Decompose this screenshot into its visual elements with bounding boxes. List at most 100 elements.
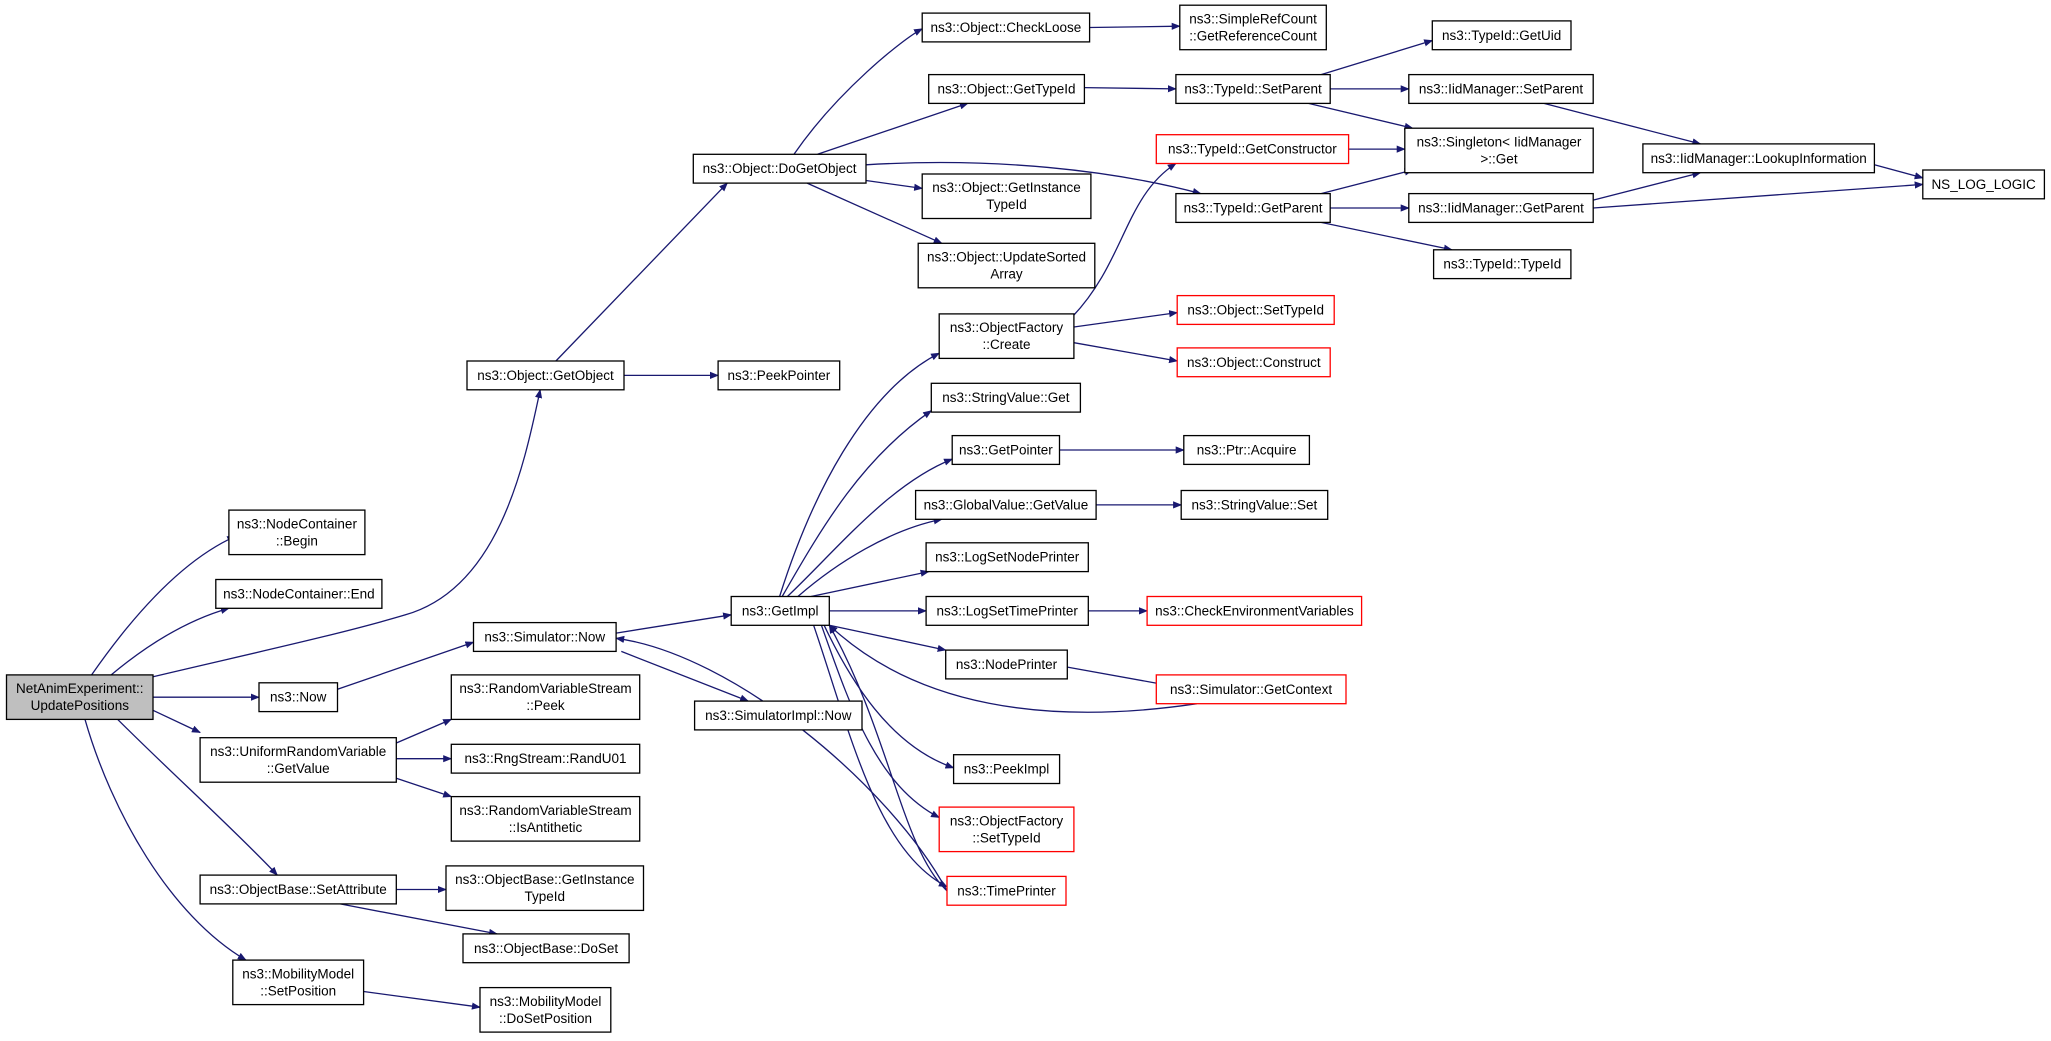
function-node-label: ns3::TimePrinter xyxy=(957,883,1056,898)
function-node-tid-getconstructor[interactable]: ns3::TypeId::GetConstructor xyxy=(1155,134,1350,165)
call-edge-getimpl-to-nodeprinter xyxy=(829,624,947,652)
function-node-simimpl-now[interactable]: ns3::SimulatorImpl::Now xyxy=(693,700,863,731)
function-node-label: ns3::Object::GetTypeId xyxy=(937,81,1075,96)
function-node-label: ::DoSetPosition xyxy=(499,1011,592,1026)
function-node-label: ns3::ObjectBase::SetAttribute xyxy=(210,882,387,897)
function-node-nodeprinter[interactable]: ns3::NodePrinter xyxy=(945,649,1068,680)
function-node-obj-dogetobject[interactable]: ns3::Object::DoGetObject xyxy=(692,153,867,184)
function-node-label: Array xyxy=(990,267,1023,282)
function-node-obj-checkloose[interactable]: ns3::Object::CheckLoose xyxy=(921,12,1091,43)
function-node-sim-getcontext[interactable]: ns3::Simulator::GetContext xyxy=(1155,674,1347,705)
function-node-logsettimeprinter[interactable]: ns3::LogSetTimePrinter xyxy=(925,595,1089,626)
function-node-tid-typeid[interactable]: ns3::TypeId::TypeId xyxy=(1432,249,1572,280)
function-node-box xyxy=(215,578,383,609)
function-node-box xyxy=(228,509,366,556)
function-node-ptr-acquire[interactable]: ns3::Ptr::Acquire xyxy=(1183,434,1311,466)
function-node-of-create[interactable]: ns3::ObjectFactory::Create xyxy=(938,313,1075,360)
function-node-ob-setattr[interactable]: ns3::ObjectBase::SetAttribute xyxy=(199,874,397,905)
function-node-tid-getuid[interactable]: ns3::TypeId::GetUid xyxy=(1431,20,1572,51)
function-node-label: ns3::Object::Construct xyxy=(1187,355,1321,370)
function-node-label: ns3::GetImpl xyxy=(742,603,819,618)
call-edge-obj_dogetobject-to-obj_getinsttypeid xyxy=(865,179,924,191)
function-node-root[interactable]: NetAnimExperiment::UpdatePositions xyxy=(5,674,154,721)
call-edge-obj_dogetobject-to-obj_gettypeid xyxy=(817,102,969,155)
function-node-iid-lookup[interactable]: ns3::IidManager::LookupInformation xyxy=(1642,143,1876,174)
function-node-obj-getobject[interactable]: ns3::Object::GetObject xyxy=(466,360,625,391)
function-node-peekimpl[interactable]: ns3::PeekImpl xyxy=(952,754,1061,785)
call-edge-timeprinter-to-getimpl xyxy=(828,624,948,892)
function-node-label: ns3::MobilityModel xyxy=(242,966,354,981)
function-node-box xyxy=(921,173,1092,220)
function-node-rng-randu01[interactable]: ns3::RngStream::RandU01 xyxy=(450,743,641,774)
function-node-logsetnodeprinter[interactable]: ns3::LogSetNodePrinter xyxy=(925,542,1089,573)
function-node-label: ns3::LogSetNodePrinter xyxy=(935,550,1080,565)
call-edge-obj_getobject-to-obj_dogetobject xyxy=(555,182,728,362)
function-node-gv-getvalue[interactable]: ns3::GlobalValue::GetValue xyxy=(914,489,1097,520)
function-node-sim-now[interactable]: ns3::Simulator::Now xyxy=(472,621,617,653)
function-node-singleton-get[interactable]: ns3::Singleton< IidManager >::Get xyxy=(1404,127,1594,174)
function-node-obj-gettypeid[interactable]: ns3::Object::GetTypeId xyxy=(928,73,1086,105)
function-node-label: ns3::MobilityModel xyxy=(490,994,602,1009)
function-node-sv-set[interactable]: ns3::StringValue::Set xyxy=(1180,489,1329,520)
function-node-label: NS_LOG_LOGIC xyxy=(1931,177,2036,192)
function-node-tid-setparent[interactable]: ns3::TypeId::SetParent xyxy=(1175,73,1331,105)
function-node-timeprinter[interactable]: ns3::TimePrinter xyxy=(946,875,1067,906)
function-node-getimpl[interactable]: ns3::GetImpl xyxy=(730,595,830,626)
function-node-mm-setpos[interactable]: ns3::MobilityModel::SetPosition xyxy=(232,959,365,1006)
function-node-iid-getparent[interactable]: ns3::IidManager::GetParent xyxy=(1408,192,1594,224)
function-node-box xyxy=(258,682,339,713)
function-node-box xyxy=(1432,249,1572,280)
function-node-label: ns3::TypeId::TypeId xyxy=(1443,257,1561,272)
function-node-getpointer[interactable]: ns3::GetPointer xyxy=(951,434,1061,466)
function-node-peekpointer[interactable]: ns3::PeekPointer xyxy=(717,360,841,391)
function-node-box xyxy=(1175,192,1331,224)
function-node-obj-settypeid[interactable]: ns3::Object::SetTypeId xyxy=(1176,294,1335,326)
function-node-sv-get[interactable]: ns3::StringValue::Get xyxy=(930,382,1082,413)
function-node-label: ns3::NodePrinter xyxy=(956,657,1058,672)
function-node-box xyxy=(445,865,645,912)
call-edge-obj_dogetobject-to-obj_updatesorted xyxy=(806,182,943,244)
function-node-label: ns3::SimulatorImpl::Now xyxy=(705,708,852,723)
function-node-ob-doset[interactable]: ns3::ObjectBase::DoSet xyxy=(462,933,630,964)
function-node-label: ns3::StringValue::Get xyxy=(942,390,1070,405)
function-node-mm-dosetpos[interactable]: ns3::MobilityModel::DoSetPosition xyxy=(479,986,612,1033)
call-edge-getimpl-to-logsetnodeprinter xyxy=(810,569,930,598)
function-node-rvs-isanti[interactable]: ns3::RandomVariableStream::IsAntithetic xyxy=(450,795,641,842)
function-node-box xyxy=(952,754,1061,785)
function-node-box xyxy=(1146,595,1363,626)
function-node-tid-getparent[interactable]: ns3::TypeId::GetParent xyxy=(1175,192,1331,224)
function-node-checkenv[interactable]: ns3::CheckEnvironmentVariables xyxy=(1146,595,1363,626)
function-node-box xyxy=(717,360,841,391)
function-node-box xyxy=(462,933,630,964)
function-node-box xyxy=(693,700,863,731)
call-edge-getimpl-to-getpointer xyxy=(786,458,954,597)
function-node-rvs-peek[interactable]: ns3::RandomVariableStream::Peek xyxy=(450,674,641,721)
call-edges xyxy=(84,22,1924,1010)
function-node-label: ns3::StringValue::Set xyxy=(1191,497,1317,512)
function-node-obj-construct[interactable]: ns3::Object::Construct xyxy=(1176,347,1331,378)
function-node-urv-getvalue[interactable]: ns3::UniformRandomVariable::GetValue xyxy=(199,737,397,783)
function-node-nc-end[interactable]: ns3::NodeContainer::End xyxy=(215,578,383,609)
function-node-of-settypeid[interactable]: ns3::ObjectFactory::SetTypeId xyxy=(938,806,1075,853)
function-node-label: ns3::GlobalValue::GetValue xyxy=(924,497,1089,512)
function-node-box xyxy=(925,595,1089,626)
function-node-ns-log-logic[interactable]: NS_LOG_LOGIC xyxy=(1922,169,2046,200)
function-node-label: ::GetValue xyxy=(267,761,330,776)
function-node-box xyxy=(1404,127,1594,174)
function-node-src-getrefcount[interactable]: ns3::SimpleRefCount::GetReferenceCount xyxy=(1179,4,1327,51)
function-node-iid-setparent[interactable]: ns3::IidManager::SetParent xyxy=(1408,73,1594,105)
function-node-box xyxy=(1408,73,1594,105)
function-node-box xyxy=(232,959,365,1006)
function-node-label: ::Begin xyxy=(276,533,318,548)
function-node-nc-begin[interactable]: ns3::NodeContainer::Begin xyxy=(228,509,366,556)
call-edge-iid_getparent-to-iid_lookup xyxy=(1593,171,1702,201)
function-node-now[interactable]: ns3::Now xyxy=(258,682,339,713)
function-node-label: TypeId xyxy=(986,197,1027,212)
call-edge-root-to-obj_getobject xyxy=(143,388,543,680)
function-node-box xyxy=(466,360,625,391)
function-node-box xyxy=(914,489,1097,520)
